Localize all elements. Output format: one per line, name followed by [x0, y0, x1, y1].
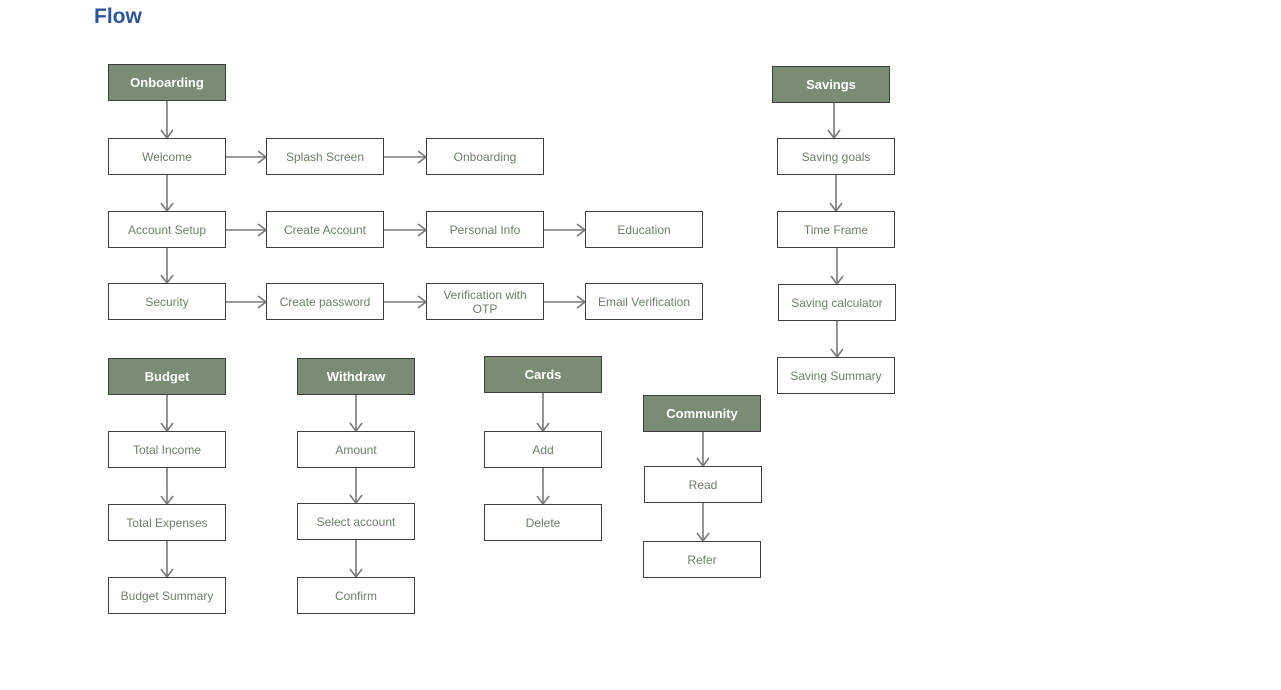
connector-arrow-verification-otp-to-email-verification	[544, 295, 587, 309]
flow-node-label: Verification with OTP	[443, 287, 527, 316]
connector-arrow-security-to-create-password	[226, 295, 268, 309]
flow-node-label: Budget	[144, 368, 190, 384]
flow-node-savings-header: Savings	[772, 66, 890, 103]
flow-node-label: Email Verification	[597, 294, 691, 309]
connector-arrow-total-expenses-to-budget-summary	[160, 541, 174, 579]
flow-node-label: Refer	[687, 552, 717, 567]
flow-node-label: Welcome	[142, 149, 192, 164]
flow-node-amount: Amount	[297, 431, 415, 468]
flow-node-saving-calculator: Saving calculator	[778, 284, 896, 321]
flow-node-total-income: Total Income	[108, 431, 226, 468]
flow-node-label: Withdraw	[326, 368, 386, 384]
flow-node-time-frame: Time Frame	[777, 211, 895, 248]
flow-node-label: Saving Summary	[790, 368, 882, 383]
flow-node-label: Onboarding	[453, 149, 517, 164]
flow-node-create-password: Create password	[266, 283, 384, 320]
connector-arrow-community-header-to-read	[696, 432, 710, 468]
flow-node-label: Time Frame	[803, 222, 869, 237]
flow-node-label: Confirm	[334, 588, 377, 603]
connector-arrow-create-account-to-personal-info	[384, 223, 428, 237]
flow-node-label: Onboarding	[130, 74, 204, 90]
flow-node-confirm: Confirm	[297, 577, 415, 614]
flow-node-label: Budget Summary	[120, 588, 214, 603]
flow-node-cards-header: Cards	[484, 356, 602, 393]
flow-node-label: Add	[532, 442, 554, 457]
connector-arrow-savings-header-to-saving-goals	[827, 103, 841, 140]
flow-node-security: Security	[108, 283, 226, 320]
flow-node-label: Read	[688, 477, 718, 492]
flow-node-total-expenses: Total Expenses	[108, 504, 226, 541]
flow-node-personal-info: Personal Info	[426, 211, 544, 248]
flow-node-label: Account Setup	[127, 222, 207, 237]
flow-node-label: Education	[617, 222, 671, 237]
connector-arrow-add-to-delete	[536, 468, 550, 506]
flow-node-label: Total Expenses	[126, 515, 208, 530]
flow-node-saving-summary: Saving Summary	[777, 357, 895, 394]
flow-node-label: Amount	[335, 442, 377, 457]
flow-node-onboarding-header: Onboarding	[108, 64, 226, 101]
flow-node-label: Select account	[316, 514, 396, 529]
connector-arrow-select-account-to-confirm	[349, 540, 363, 579]
flow-node-select-account: Select account	[297, 503, 415, 540]
flow-node-verification-otp: Verification with OTP	[426, 283, 544, 320]
flow-node-create-account: Create Account	[266, 211, 384, 248]
connector-arrow-account-setup-to-security	[160, 248, 174, 285]
flow-node-onboarding-screen: Onboarding	[426, 138, 544, 175]
connector-arrow-welcome-to-account-setup	[160, 175, 174, 213]
connector-arrow-withdraw-header-to-amount	[349, 395, 363, 433]
flow-node-education: Education	[585, 211, 703, 248]
flow-node-label: Saving goals	[801, 149, 871, 164]
flow-node-add: Add	[484, 431, 602, 468]
flow-node-label: Cards	[524, 366, 562, 382]
flow-node-label: Create password	[279, 294, 371, 309]
connector-arrow-saving-goals-to-time-frame	[829, 175, 843, 213]
flow-node-label: Community	[666, 405, 738, 421]
flow-node-splash-screen: Splash Screen	[266, 138, 384, 175]
connector-arrow-onboarding-header-to-welcome	[160, 101, 174, 140]
flow-node-label: Personal Info	[449, 222, 521, 237]
flow-node-read: Read	[644, 466, 762, 503]
flow-node-account-setup: Account Setup	[108, 211, 226, 248]
flow-node-label: Saving calculator	[791, 295, 883, 310]
flow-node-delete: Delete	[484, 504, 602, 541]
flow-node-label: Savings	[806, 76, 856, 92]
connector-arrow-account-setup-to-create-account	[226, 223, 268, 237]
connector-arrow-welcome-to-splash-screen	[226, 150, 268, 164]
connector-arrow-cards-header-to-add	[536, 393, 550, 433]
connector-arrow-splash-screen-to-onboarding-screen	[384, 150, 428, 164]
flow-node-label: Splash Screen	[285, 149, 365, 164]
flow-node-budget-summary: Budget Summary	[108, 577, 226, 614]
flow-node-email-verification: Email Verification	[585, 283, 703, 320]
flow-node-label: Delete	[525, 515, 561, 530]
flow-node-community-header: Community	[643, 395, 761, 432]
connector-arrow-amount-to-select-account	[349, 468, 363, 505]
flow-node-refer: Refer	[643, 541, 761, 578]
page-title: Flow	[94, 5, 142, 28]
flow-node-label: Create Account	[283, 222, 367, 237]
connector-arrow-create-password-to-verification-otp	[384, 295, 428, 309]
connector-arrow-saving-calculator-to-saving-summary	[830, 321, 844, 359]
connector-arrow-time-frame-to-saving-calculator	[830, 248, 844, 286]
flow-node-label: Security	[145, 294, 189, 309]
connector-arrow-read-to-refer	[696, 503, 710, 543]
flow-node-withdraw-header: Withdraw	[297, 358, 415, 395]
connector-arrow-budget-header-to-total-income	[160, 395, 174, 433]
flow-node-budget-header: Budget	[108, 358, 226, 395]
flow-node-welcome: Welcome	[108, 138, 226, 175]
connector-arrow-total-income-to-total-expenses	[160, 468, 174, 506]
connector-arrow-personal-info-to-education	[544, 223, 587, 237]
flow-node-saving-goals: Saving goals	[777, 138, 895, 175]
flow-node-label: Total Income	[132, 442, 202, 457]
